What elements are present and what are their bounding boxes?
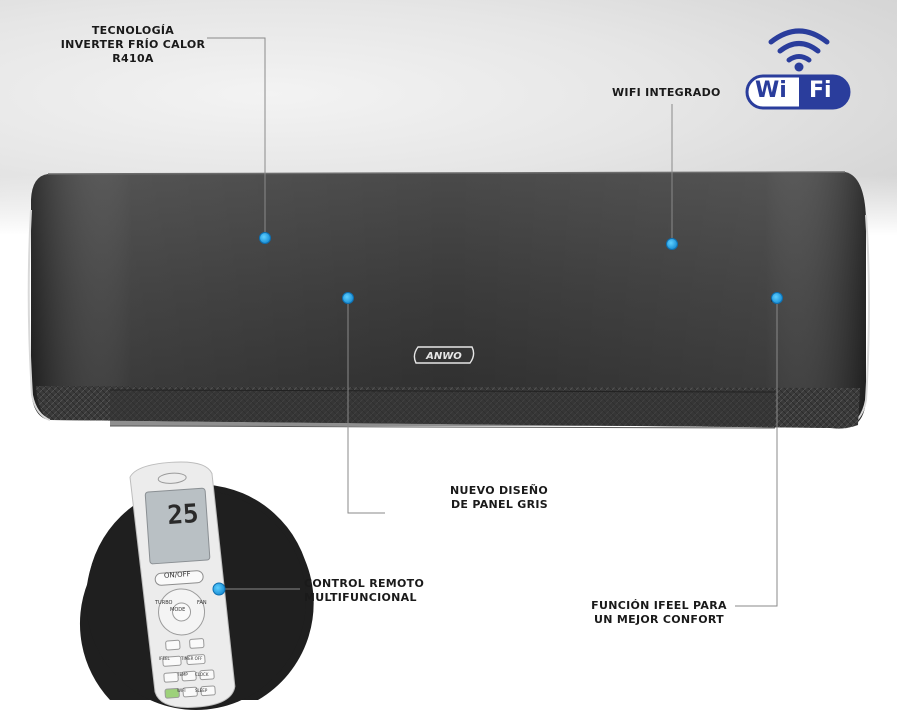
callout-ifeel-line2: UN MEJOR CONFORT (594, 613, 724, 626)
wifi-logo-right-text: Fi (809, 78, 832, 103)
wifi-logo: Wi Fi (745, 20, 853, 112)
svg-text:ANWO: ANWO (425, 351, 462, 362)
unit-brand-logo: ANWO (412, 346, 476, 364)
remote-display-temperature: 25 (166, 498, 200, 532)
wifi-signal-icon (794, 62, 804, 72)
callout-inverter-line2: INVERTER FRÍO CALOR (60, 38, 206, 51)
callout-inverter-line1: TECNOLOGÍA (91, 24, 175, 37)
callout-ifeel-line1: FUNCIÓN IFEEL PARA (591, 599, 727, 612)
callout-panel-line2: DE PANEL GRIS (450, 498, 548, 511)
callout-lines (207, 37, 778, 607)
wifi-logo-left-text: Wi (755, 78, 787, 103)
callout-panel-line1: NUEVO DISEÑO (450, 484, 548, 497)
callout-inverter: TECNOLOGÍA INVERTER FRÍO CALOR R410A (48, 24, 218, 66)
ac-unit (27, 171, 870, 429)
remote-control (129, 461, 236, 708)
callout-wifi: WIFI INTEGRADO (612, 86, 721, 99)
callout-remote-line2: MULTIFUNCIONAL (304, 591, 417, 604)
callout-dots (212, 232, 783, 596)
callout-remote-line1: CONTROL REMOTO (304, 577, 425, 590)
callout-inverter-line3: R410A (112, 52, 154, 65)
callout-remote: CONTROL REMOTO MULTIFUNCIONAL (304, 577, 424, 605)
callout-panel: NUEVO DISEÑO DE PANEL GRIS (380, 484, 548, 512)
callout-ifeel: FUNCIÓN IFEEL PARA UN MEJOR CONFORT (575, 599, 743, 627)
